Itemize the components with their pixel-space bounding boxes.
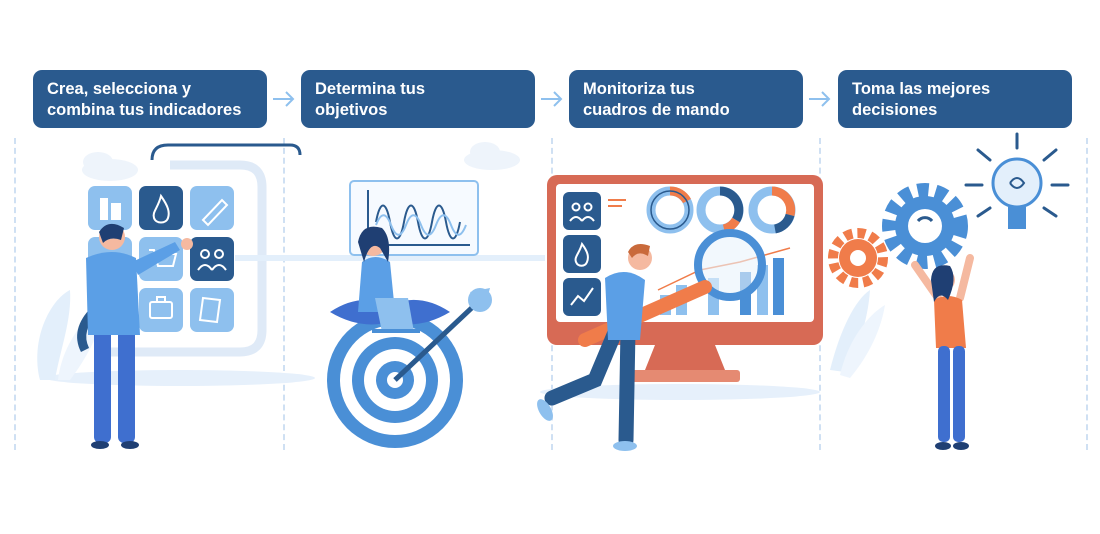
- people-icon: [190, 237, 234, 281]
- step-3-line-1: Monitoriza tus: [583, 80, 695, 98]
- dashed-divider: [283, 138, 285, 450]
- people-icon: [563, 192, 601, 230]
- donut-chart-icon: [748, 186, 796, 234]
- step-3-line-2: cuadros de mando: [583, 101, 730, 119]
- panel-3-illustration: [537, 175, 823, 451]
- pencil-icon: [190, 186, 234, 230]
- step-2-box: Determina tus objetivos: [301, 70, 535, 128]
- flame-icon: [139, 186, 183, 230]
- donut-chart-icon: [646, 186, 694, 234]
- panel-1-illustration: [37, 143, 545, 449]
- person-figure: [330, 226, 450, 333]
- step-4-box: Toma las mejores decisiones: [838, 70, 1072, 128]
- panel-2-illustration: [327, 142, 520, 448]
- lightbulb-icon: [964, 132, 1070, 229]
- document-icon: [190, 288, 234, 332]
- gear-icon: [828, 228, 888, 288]
- buildings-icon: [88, 186, 132, 230]
- step-1-line-1: Crea, selecciona y: [47, 80, 192, 98]
- arrow-right-icon: [273, 91, 295, 107]
- line-chart-icon: [563, 278, 601, 316]
- person-figure: [77, 223, 193, 449]
- arrow-right-icon: [541, 91, 563, 107]
- step-4-line-1: Toma las mejores: [852, 80, 991, 98]
- person-figure: [911, 254, 974, 450]
- dashed-divider: [1086, 138, 1088, 450]
- step-1-line-2: combina tus indicadores: [47, 101, 242, 119]
- donut-chart-icon: [696, 186, 744, 234]
- gear-icon: [882, 183, 968, 269]
- dashed-divider: [14, 138, 16, 450]
- magnifier-icon: [578, 229, 766, 347]
- briefcase-icon: [139, 288, 183, 332]
- step-1-box: Crea, selecciona y combina tus indicador…: [33, 70, 267, 128]
- flame-icon: [563, 235, 601, 273]
- cloud-icon: [82, 152, 138, 181]
- cloud-icon: [464, 142, 520, 170]
- step-2-line-2: objetivos: [315, 101, 388, 119]
- step-4-line-2: decisiones: [852, 101, 938, 119]
- laptop-icon: [375, 298, 414, 332]
- arrow-right-icon: [809, 91, 831, 107]
- target-icon: [327, 288, 492, 448]
- step-3-box: Monitoriza tus cuadros de mando: [569, 70, 803, 128]
- panel-4-illustration: [828, 132, 1070, 450]
- person-figure: [537, 244, 652, 451]
- step-2-line-1: Determina tus: [315, 80, 426, 98]
